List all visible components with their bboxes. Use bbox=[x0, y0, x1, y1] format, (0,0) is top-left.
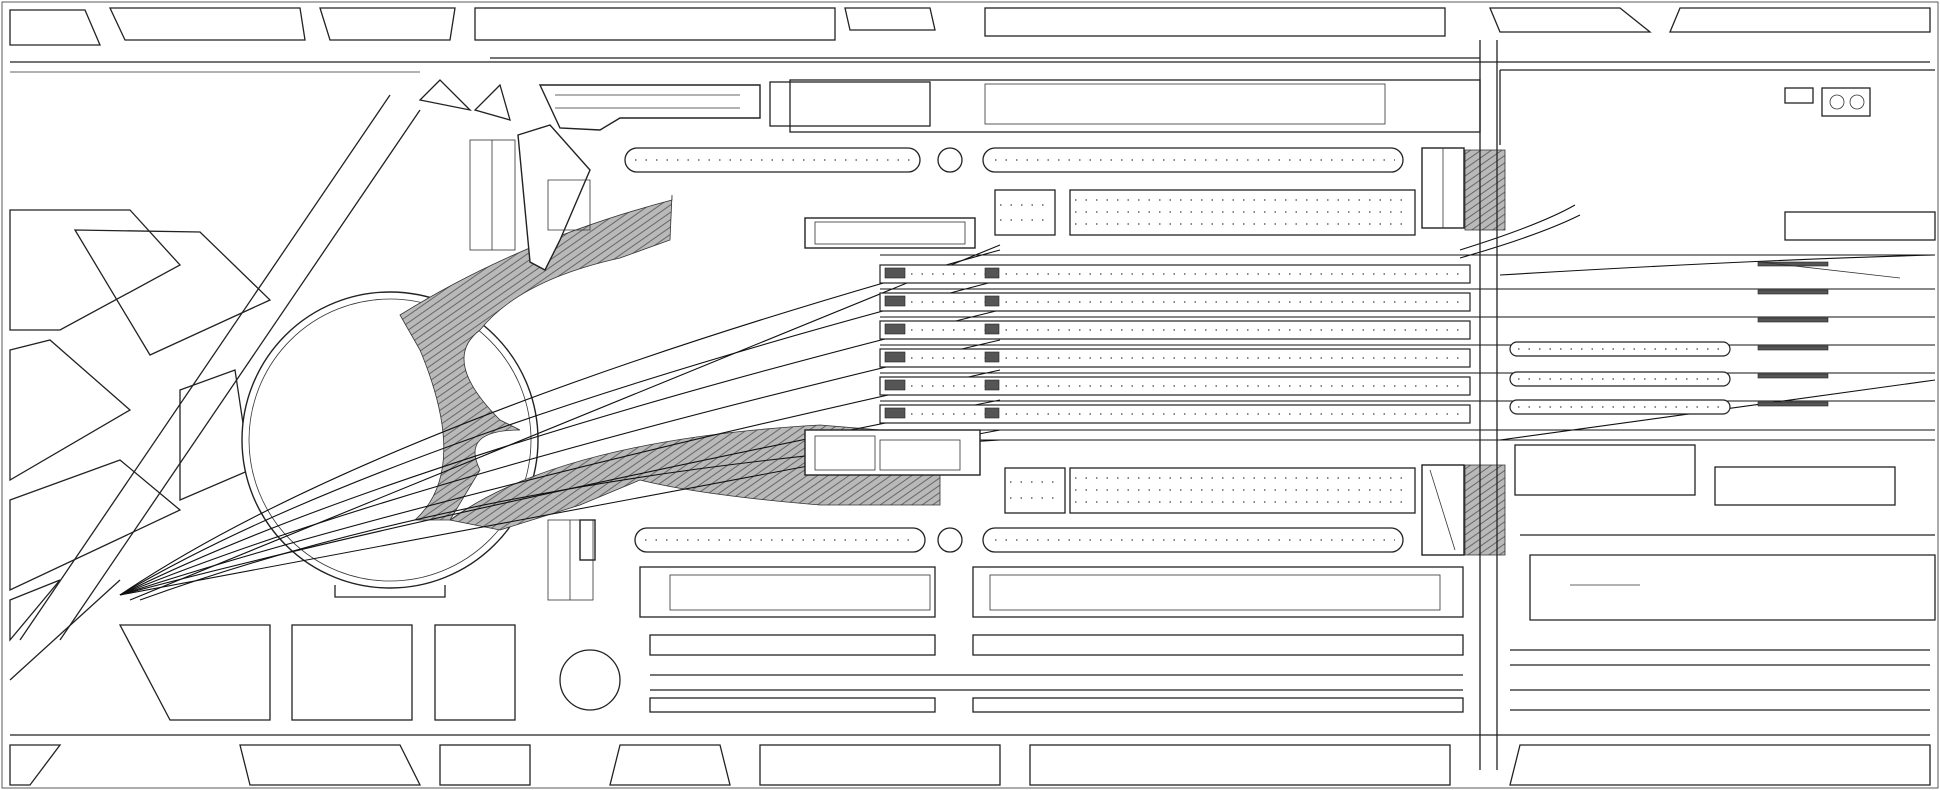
top-city-blocks bbox=[9, 7, 1931, 73]
rotunda bbox=[241, 291, 539, 598]
south-islands bbox=[634, 527, 1464, 618]
east-structures bbox=[1499, 69, 1936, 621]
left-diagonal-streets bbox=[9, 79, 511, 681]
bottom-city-blocks bbox=[9, 624, 1931, 786]
hatched-forecourts bbox=[399, 149, 1506, 556]
through-tracks bbox=[880, 204, 1936, 441]
north-station-building bbox=[469, 84, 976, 271]
platforms bbox=[879, 264, 1471, 424]
bridge-gatehouses bbox=[1421, 40, 1498, 770]
north-parking bbox=[994, 189, 1416, 236]
south-parking bbox=[1004, 467, 1416, 514]
east-platforms bbox=[1509, 261, 1901, 415]
south-station-building bbox=[547, 429, 981, 601]
